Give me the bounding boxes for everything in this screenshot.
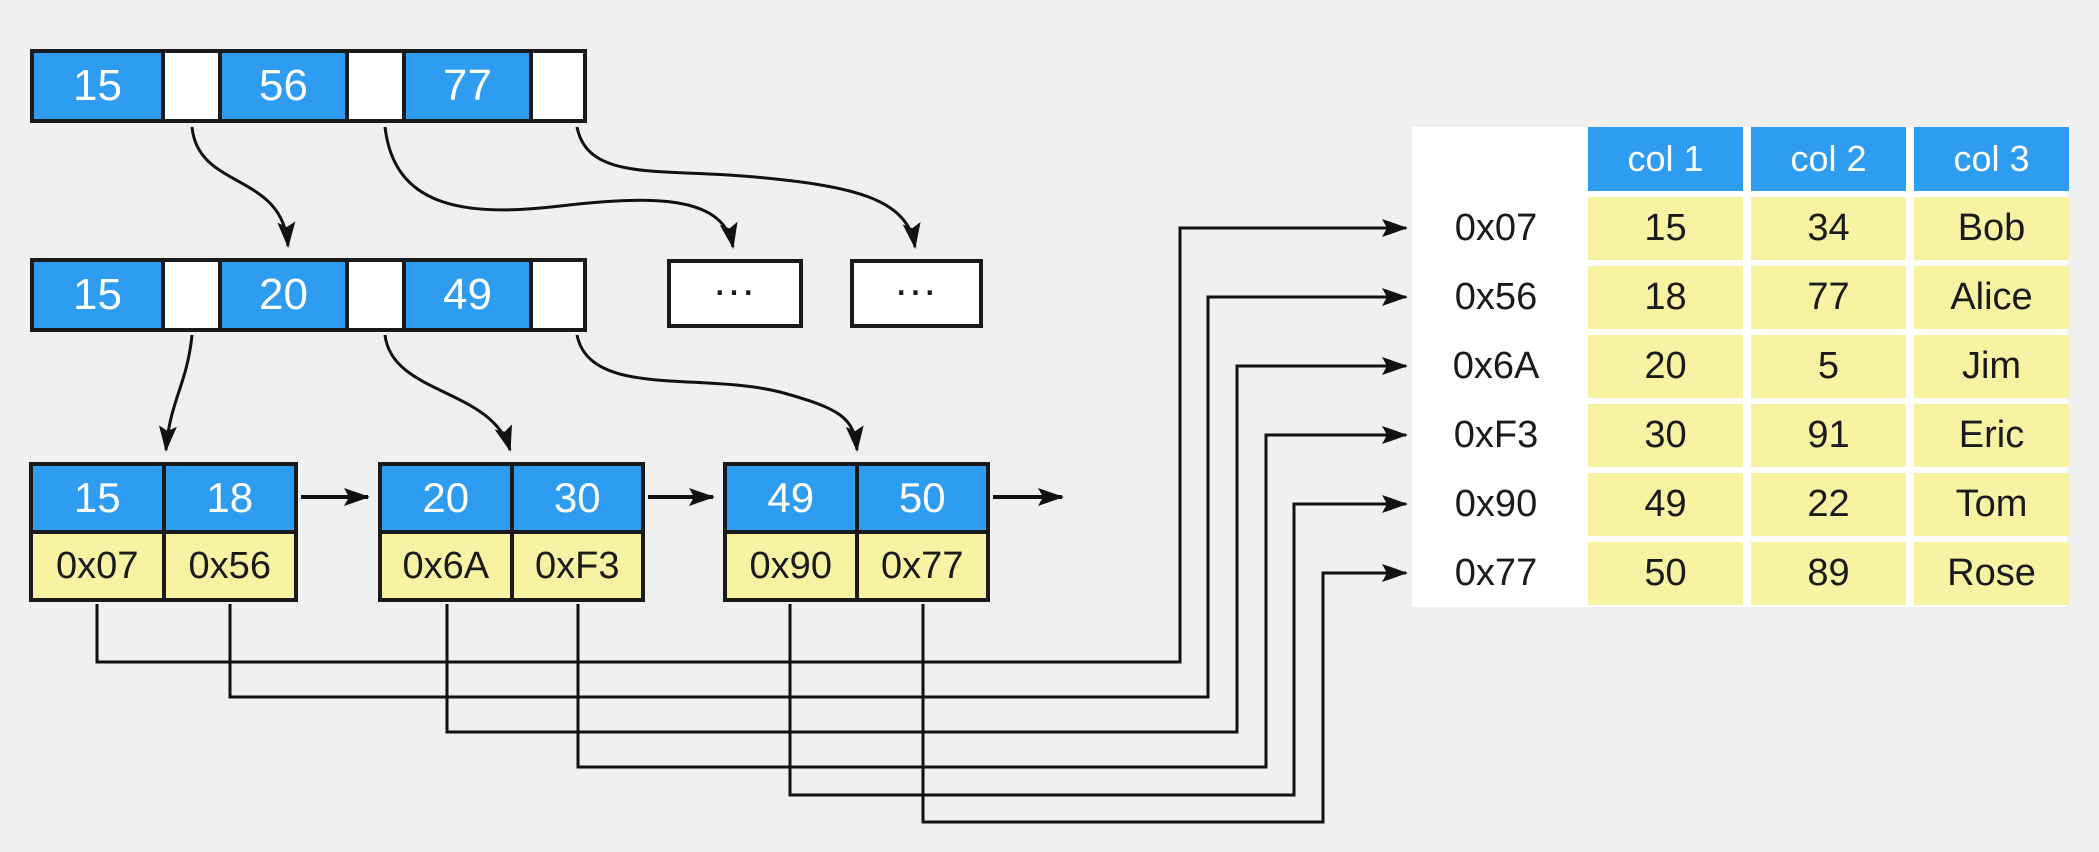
leaf-pointer-cell: 0x56 [165,534,294,598]
leaf-pointer-cell: 0xF3 [513,534,641,598]
table-header-col2: col 2 [1751,127,1906,191]
table-corner-blank [1412,127,1580,191]
table-cell: 89 [1751,542,1906,605]
heap-table: col 1 col 2 col 3 0x07 15 34 Bob 0x56 18… [1412,127,2069,607]
row-address: 0x90 [1412,473,1580,536]
table-cell: 91 [1751,404,1906,467]
arrow-internal-to-leaf3 [575,334,864,452]
table-cell: 22 [1751,473,1906,536]
btree-root-node: 15 56 77 [30,49,587,123]
table-cell: Alice [1914,266,2069,329]
internal-key-cell: 20 [218,262,345,328]
table-cell: 50 [1588,542,1743,605]
leaf-key-cell: 49 [727,466,855,530]
internal-pointer-cell [345,262,402,328]
ellipsis-label: ... [713,255,757,305]
table-cell: 15 [1588,197,1743,260]
table-cell: 34 [1751,197,1906,260]
root-key-cell: 15 [34,53,161,119]
root-pointer-cell [161,53,218,119]
row-address: 0x77 [1412,542,1580,605]
leaf-key-cell: 50 [858,466,986,530]
leaf-pointer-cell: 0x6A [382,534,510,598]
leaf-key-cell: 15 [33,466,162,530]
row-address: 0xF3 [1412,404,1580,467]
root-key-cell: 56 [218,53,345,119]
leaf-pointer-cell: 0x77 [858,534,986,598]
ellipsis-label: ... [895,255,938,305]
internal-key-cell: 49 [402,262,529,328]
internal-pointer-cell [161,262,218,328]
table-cell: 18 [1588,266,1743,329]
btree-leaf-node-1: 15 18 0x07 0x56 [29,462,298,602]
arrow-internal-to-leaf1 [158,334,194,452]
table-cell: Eric [1914,404,2069,467]
ellipsis-node: ... [667,255,803,328]
leaf-key-cell: 20 [382,466,510,530]
table-header-col1: col 1 [1588,127,1743,191]
btree-leaf-node-2: 20 30 0x6A 0xF3 [378,462,645,602]
table-cell: Jim [1914,335,2069,398]
root-pointer-cell [345,53,402,119]
row-address: 0x56 [1412,266,1580,329]
leaf-pointer-cell: 0x90 [727,534,855,598]
leaf-key-cell: 30 [513,466,641,530]
connector-0x77 [921,564,1408,824]
btree-internal-node: 15 20 49 [30,258,587,332]
ellipsis-node: ... [850,255,983,328]
arrow-root-to-internal [190,126,296,248]
leaf-pointer-cell: 0x07 [33,534,162,598]
table-cell: Rose [1914,542,2069,605]
arrow-internal-to-leaf2 [383,334,512,452]
table-header-col3: col 3 [1914,127,2069,191]
table-cell: Bob [1914,197,2069,260]
root-pointer-cell [529,53,583,119]
arrow-root-to-dots1 [383,126,738,249]
table-cell: 30 [1588,404,1743,467]
internal-pointer-cell [529,262,583,328]
connector-0xF3 [576,426,1408,769]
root-key-cell: 77 [402,53,529,119]
leaf-key-cell: 18 [165,466,294,530]
table-cell: 20 [1588,335,1743,398]
table-cell: 5 [1751,335,1906,398]
table-cell: 77 [1751,266,1906,329]
table-cell: Tom [1914,473,2069,536]
row-address: 0x6A [1412,335,1580,398]
table-cell: 49 [1588,473,1743,536]
btree-leaf-node-3: 49 50 0x90 0x77 [723,462,990,602]
arrow-root-to-dots2 [575,126,921,249]
row-address: 0x07 [1412,197,1580,260]
internal-key-cell: 15 [34,262,161,328]
